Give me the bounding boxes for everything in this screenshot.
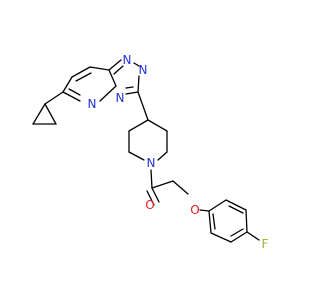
chemical-structure-diagram: N N N N N O O F (32, 53, 269, 251)
fluorophenyl-ring (208, 199, 260, 243)
atom-labels: N N N N N O O F (88, 53, 269, 251)
atom-n-piperidine: N (147, 156, 156, 170)
atom-n-triazole-top: N (123, 53, 132, 67)
acyl-linker (146, 169, 210, 212)
triazole-ring (108, 59, 140, 95)
atom-n-pyridazine: N (88, 97, 97, 111)
atom-n-triazole-right: N (139, 63, 148, 77)
piperidine-ring (128, 91, 168, 161)
atom-n-bridge: N (116, 91, 125, 105)
cyclopropyl-group (32, 91, 64, 125)
pyridazine-ring (62, 66, 117, 102)
atom-o-carbonyl: O (145, 198, 154, 212)
atom-f: F (262, 237, 269, 251)
atom-o-ether: O (190, 203, 199, 217)
